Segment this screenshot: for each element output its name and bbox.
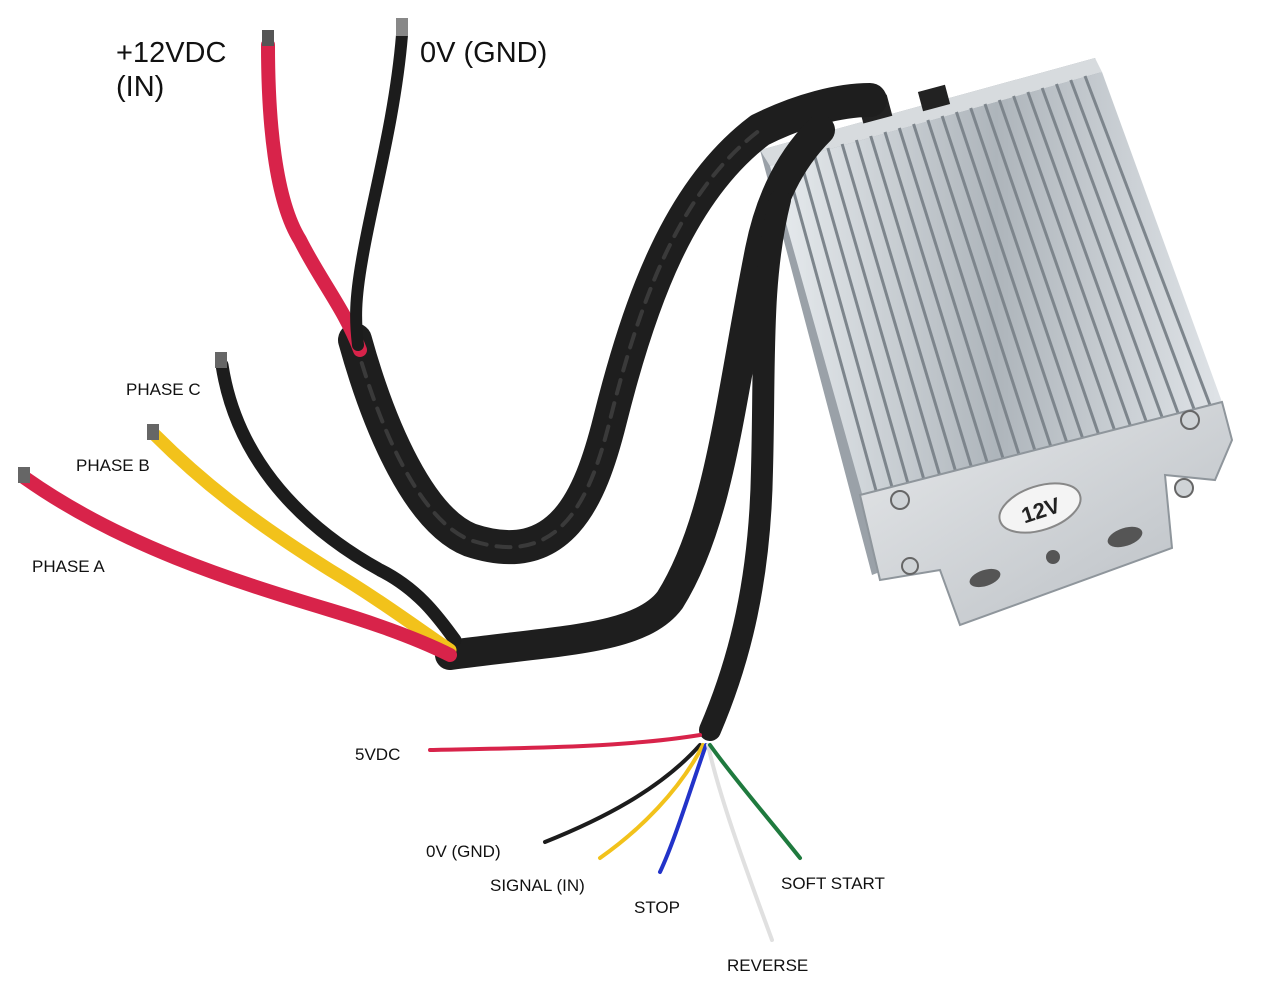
heatsink-fin — [826, 147, 929, 492]
signal-wires — [428, 733, 802, 942]
label-positive-line1: +12VDC — [116, 37, 227, 69]
label-soft-start: SOFT START — [781, 874, 885, 893]
heatsink-fin — [783, 159, 882, 506]
label-signal-in: SIGNAL (IN) — [490, 876, 585, 895]
heatsink-fin — [940, 115, 1055, 454]
label-signal-ground: 0V (GND) — [426, 842, 501, 861]
label-phase-b: PHASE B — [76, 456, 150, 475]
controller-box: 12V — [760, 58, 1234, 627]
label-phase-c: PHASE C — [126, 380, 201, 399]
heatsink-fin — [969, 107, 1086, 444]
label-reverse: REVERSE — [727, 956, 809, 975]
heatsink-fin — [897, 127, 1008, 468]
label-phase-a: PHASE A — [32, 557, 105, 576]
phase-wires — [18, 352, 462, 662]
heatsink-fin — [1083, 75, 1212, 406]
heatsink-fins — [783, 75, 1212, 506]
heatsink-fin — [1040, 87, 1165, 420]
heatsink-fin — [1012, 95, 1133, 430]
heatsink-fin — [926, 119, 1039, 458]
heatsink-fin — [1069, 79, 1196, 411]
label-positive-input: +12VDC (IN) — [116, 36, 226, 104]
heatsink-fin — [869, 135, 976, 477]
label-stop: STOP — [634, 898, 680, 917]
heatsink-fin — [883, 131, 992, 473]
heatsink-fin — [1026, 91, 1149, 425]
power-wires — [261, 18, 408, 357]
heatsink-fin — [812, 151, 913, 496]
heatsink-fin — [997, 99, 1118, 435]
label-power-ground: 0V (GND) — [420, 37, 548, 69]
cable-bundle — [338, 83, 887, 741]
label-positive-line2: (IN) — [116, 71, 165, 103]
heatsink-fin — [854, 139, 961, 482]
heatsink-fin — [840, 143, 945, 487]
label-5vdc: 5VDC — [355, 745, 401, 764]
heatsink-fin — [797, 155, 898, 501]
heatsink-fin — [912, 123, 1023, 463]
heatsink-fin — [955, 111, 1070, 449]
heatsink-fin — [983, 103, 1102, 439]
heatsink-fin — [1055, 83, 1180, 416]
